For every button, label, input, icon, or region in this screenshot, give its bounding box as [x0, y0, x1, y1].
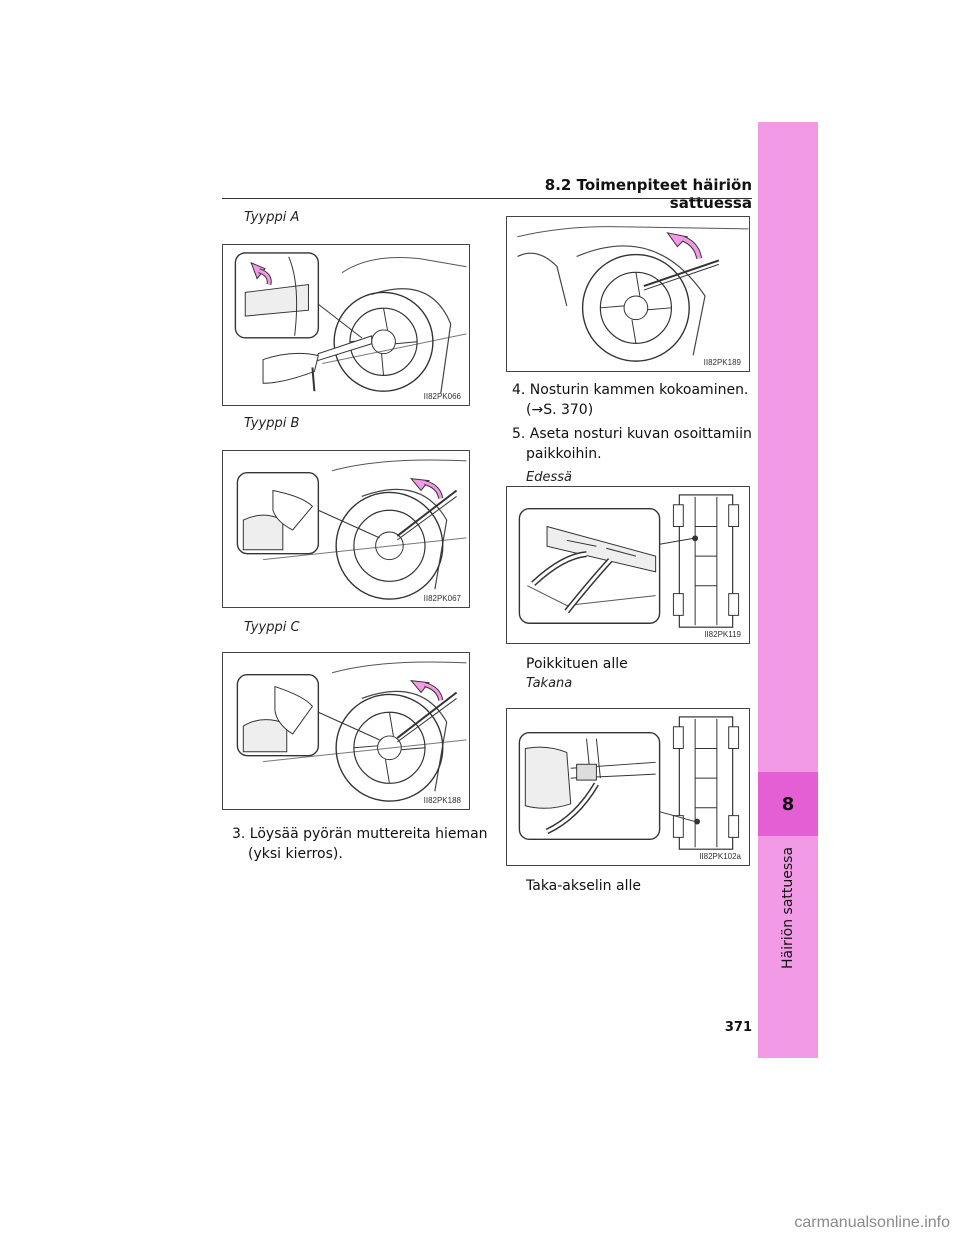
wheel-wrench-type-a-illustration	[234, 252, 467, 394]
chapter-number: 8	[758, 772, 818, 836]
caption-type-a: Tyyppi A	[244, 210, 300, 225]
wheel-wrench-type-b-illustration	[236, 459, 467, 600]
figure-wrench-loosen: II82PK189	[506, 216, 750, 372]
wheel-loosen-illustration	[517, 226, 749, 362]
figure-type-c: II82PK188	[222, 652, 470, 810]
page-number: 371	[724, 1020, 752, 1035]
footer-site-watermark: carmanualsonline.info	[794, 1214, 950, 1231]
wheel-wrench-type-c-illustration	[236, 661, 467, 802]
caption-type-c: Tyyppi C	[244, 620, 300, 635]
chapter-side-tab	[758, 122, 818, 1058]
figure-code: II82PK067	[423, 594, 461, 603]
jack-point-rear-illustration	[518, 716, 740, 850]
step-3-line-2: (yksi kierros).	[248, 846, 343, 862]
figure-jack-rear: II82PK102a	[506, 708, 750, 866]
figure-code: II82PK102a	[699, 852, 741, 861]
front-jack-point-text: Poikkituen alle	[526, 656, 628, 672]
figure-jack-front: II82PK119	[506, 486, 750, 644]
step-4-line-2: (→S. 370)	[526, 402, 594, 418]
step-5-line-2: paikkoihin.	[526, 446, 602, 462]
jack-point-front-illustration	[518, 494, 740, 628]
figure-type-b: II82PK067	[222, 450, 470, 608]
header-divider	[222, 198, 752, 199]
caption-rear: Takana	[526, 676, 573, 691]
figure-code: II82PK119	[704, 630, 741, 639]
step-3-line-1: 3. Löysää pyörän muttereita hieman	[232, 826, 488, 842]
figure-code: II82PK189	[703, 358, 741, 367]
section-title: 8.2 Toimenpiteet häiriön sattuessa	[544, 176, 752, 212]
figure-type-a: II82PK066	[222, 244, 470, 406]
step-5-line-1: 5. Aseta nosturi kuvan osoittamiin	[512, 426, 752, 442]
caption-type-b: Tyyppi B	[244, 416, 300, 431]
figure-code: II82PK066	[423, 392, 461, 401]
figure-code: II82PK188	[423, 796, 461, 805]
step-4-line-1: 4. Nosturin kammen kokoaminen.	[512, 382, 749, 398]
chapter-label: Häiriön sattuessa	[780, 846, 796, 970]
caption-front: Edessä	[526, 470, 572, 485]
rear-jack-point-text: Taka-akselin alle	[526, 878, 641, 894]
